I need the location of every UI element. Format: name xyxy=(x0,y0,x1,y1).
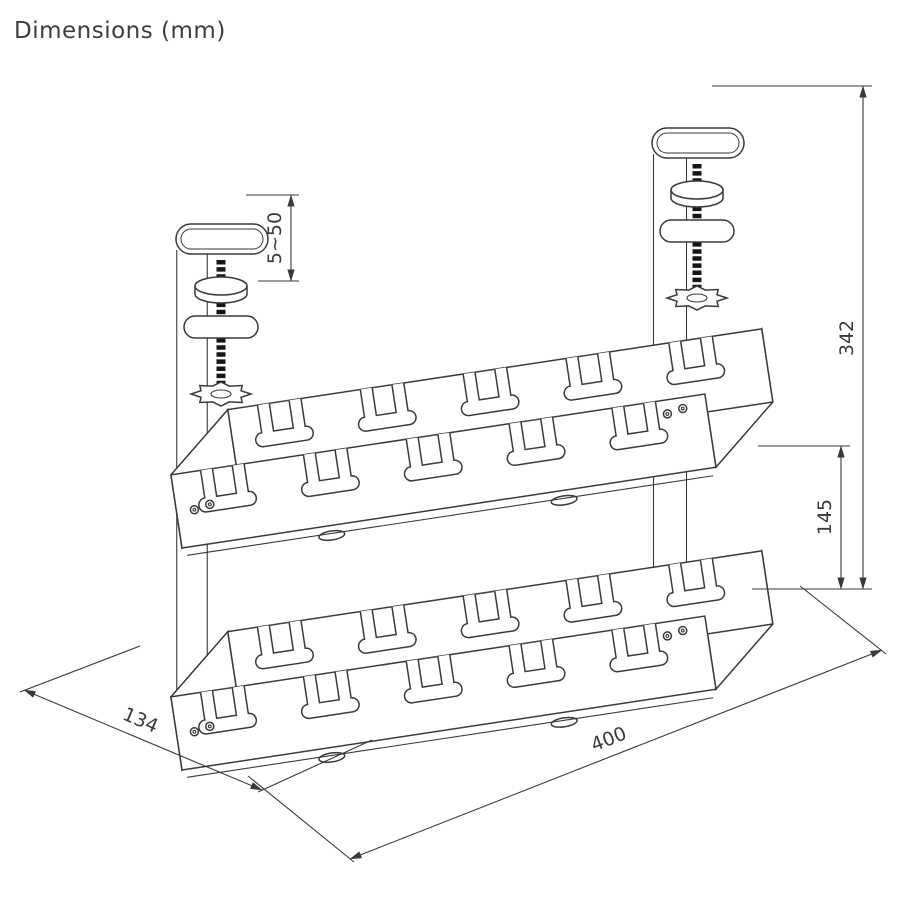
dim-label-clamp-opening: 5~50 xyxy=(264,212,286,264)
page-title: Dimensions (mm) xyxy=(14,18,226,44)
dim-total-height: 342 xyxy=(712,85,872,590)
cable-tray-lower xyxy=(163,551,784,784)
desk-clamp-right xyxy=(652,128,744,310)
desk-clamp-left xyxy=(176,224,268,406)
cable-tray-upper xyxy=(163,329,784,562)
dim-clamp-opening: 5~50 xyxy=(246,194,299,282)
dim-label-total-height: 342 xyxy=(836,320,858,356)
dim-label-tier-gap: 145 xyxy=(814,499,836,535)
dim-tier-gap: 145 xyxy=(758,445,850,590)
